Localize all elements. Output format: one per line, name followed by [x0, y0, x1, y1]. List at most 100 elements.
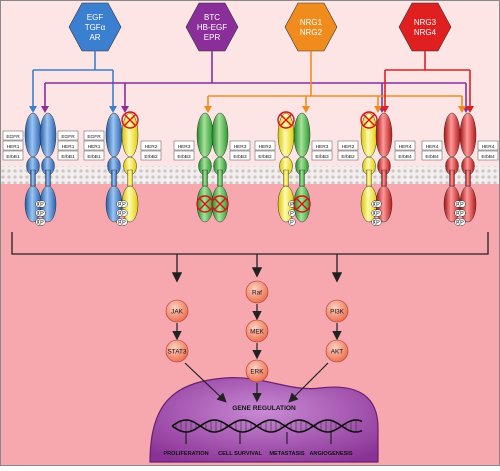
ligand-hexagon — [185, 2, 239, 52]
phospho-label: P — [40, 211, 44, 217]
phospho-label: P — [376, 202, 380, 208]
arrowhead — [121, 106, 129, 113]
phospho-label: P — [460, 211, 464, 217]
phospho-label: P — [290, 211, 294, 217]
her3-label-line: ErbB3 — [315, 154, 329, 160]
phospho-label: P — [456, 202, 460, 208]
her4-label-line: ErbB4 — [398, 154, 412, 160]
arrowhead — [458, 106, 466, 113]
ligand-hexagon — [284, 2, 338, 52]
her2-receptor: PPP — [360, 111, 379, 226]
nrg1-ligand-arrows — [207, 51, 463, 106]
egfr-label-line: HER1 — [88, 144, 101, 150]
pathway-arrows — [172, 304, 342, 403]
her2-label-line: HER2 — [145, 144, 158, 150]
phospho-group: P — [38, 218, 46, 226]
egfr-label-line: ErbB1 — [6, 154, 20, 160]
her2-receptor: PPP — [277, 111, 296, 226]
her2-label-line: ErbB2 — [258, 154, 272, 160]
her3-receptor — [211, 112, 229, 223]
phospho-group: P — [458, 200, 466, 208]
her3-label-line: ErbB3 — [233, 154, 247, 160]
phospho-group: P — [120, 200, 128, 208]
ligand-name: HB-EGF — [197, 23, 227, 32]
her2-label-line: HER2 — [342, 144, 355, 150]
ligand-name: BTC — [204, 13, 220, 22]
her3-label-line: HER3 — [234, 144, 247, 150]
ligand-name: EGF — [87, 13, 104, 22]
phospho-label: P — [118, 211, 122, 217]
phospho-label: P — [456, 211, 460, 217]
inactive-cross-icon — [360, 111, 378, 129]
inactive-cross-icon — [121, 111, 139, 129]
phospho-group: P — [458, 209, 466, 217]
phospho-group: P — [120, 218, 128, 226]
inactive-cross-icon — [277, 111, 295, 129]
ligand-hexagon — [398, 2, 452, 52]
pi3k-label: PI3K — [330, 308, 345, 315]
her4-label-line: HER4 — [482, 144, 495, 150]
nucleus — [149, 377, 379, 463]
ligand-name: TGFα — [85, 23, 106, 32]
erk-node: ERK — [245, 359, 269, 383]
phospho-label: P — [460, 220, 464, 226]
her4-label-line: ErbB4 — [425, 154, 439, 160]
her4-receptor: PPP — [374, 112, 393, 226]
egf-ligand-arrows — [32, 51, 114, 106]
ligand-name: AR — [89, 33, 100, 42]
outcome-angiogenesis: ANGIOGENESIS — [309, 451, 352, 457]
arrowhead — [204, 106, 212, 113]
her3-receptor — [293, 112, 311, 223]
phospho-group: P — [458, 218, 466, 226]
her3-label-line: HER3 — [316, 144, 329, 150]
phospho-group: P — [374, 218, 382, 226]
egfr-label-line: EGFR — [61, 134, 75, 140]
receptor-dimers: PPPPPPPPPPPPPPPPPPPPPPPPPPP — [24, 111, 477, 226]
ligand-arrow-group — [29, 51, 474, 113]
her4-label-line: ErbB4 — [481, 154, 495, 160]
egfr-receptor: PPP — [38, 112, 57, 226]
her4-label-line: HER4 — [426, 144, 439, 150]
her2-label-line: HER2 — [259, 144, 272, 150]
her2-label-line: ErbB2 — [341, 154, 355, 160]
phospho-label: P — [456, 220, 460, 226]
arrowhead — [302, 106, 310, 113]
egfr-label-line: EGFR — [87, 134, 101, 140]
outcome-metastasis: METASTASIS — [269, 451, 304, 457]
outcome-cell-survival: CELL SURVIVAL — [218, 451, 262, 457]
ligand-name: NRG4 — [414, 28, 437, 37]
phospho-label: P — [40, 220, 44, 226]
cell-membrane — [0, 166, 500, 184]
her3-receptor — [196, 112, 214, 223]
signaling-bracket — [11, 232, 489, 283]
egfr-label-line: ErbB1 — [87, 154, 101, 160]
her3-label-line: HER3 — [178, 144, 191, 150]
phospho-label: P — [122, 202, 126, 208]
dna-helix-icon — [171, 419, 363, 433]
phospho-group: P — [38, 200, 46, 208]
akt-label: AKT — [331, 348, 344, 355]
her2-label-line: ErbB2 — [144, 154, 158, 160]
phospho-label: P — [376, 211, 380, 217]
ligand-hexagon — [68, 2, 122, 52]
inactive-cross-icon — [293, 195, 311, 213]
her4-receptor: PPP — [458, 112, 477, 226]
phospho-group: P — [374, 209, 382, 217]
jak-node: JAK — [165, 299, 189, 323]
jak-label: JAK — [171, 308, 183, 315]
ligand-name: NRG1 — [300, 18, 323, 27]
stat3-label: STAT3 — [168, 348, 187, 355]
arrowhead — [381, 106, 389, 113]
phospho-label: P — [290, 220, 294, 226]
